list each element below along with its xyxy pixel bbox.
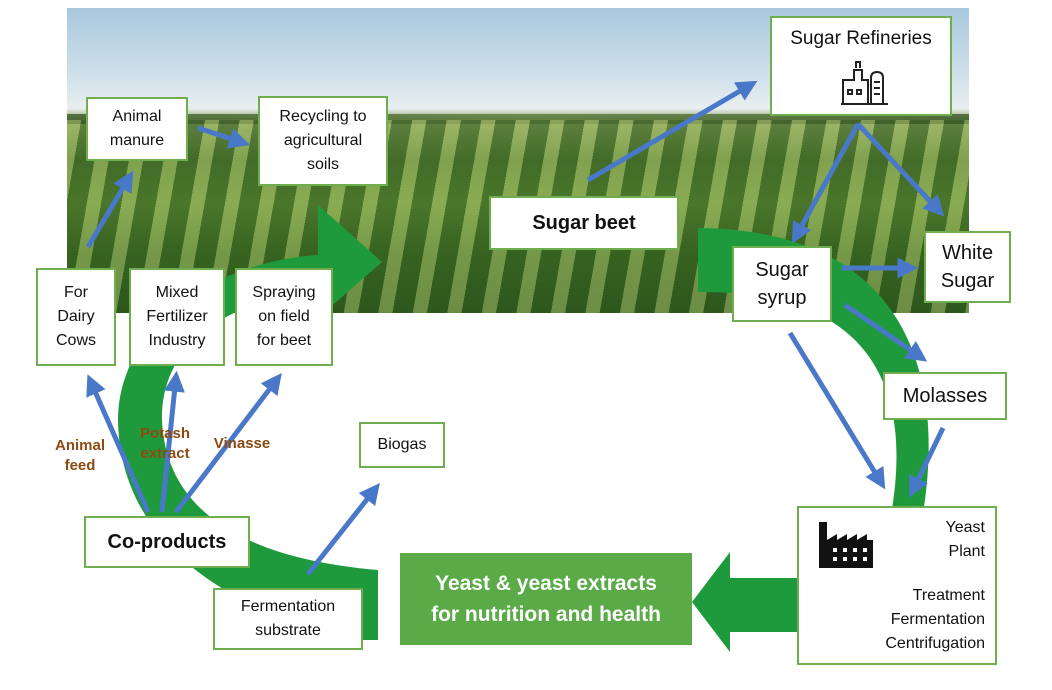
- white-sugar-node: White Sugar: [924, 231, 1011, 303]
- for-dairy-cows-node: For Dairy Cows: [36, 268, 116, 366]
- arrow-beet-to-refineries: [586, 80, 758, 183]
- molasses-node: Molasses: [883, 372, 1007, 420]
- arrow-syrup-to-yeast-plant: [787, 331, 886, 490]
- yeast-plant-node: Yeast Plant Treatment Fermentation Centr…: [797, 506, 997, 665]
- potash-extract-label: Potash extract: [139, 425, 190, 462]
- arrow-syrup-to-molasses: [843, 302, 928, 362]
- factory-icon: [819, 522, 873, 568]
- cycle-arrow-right: [698, 228, 929, 590]
- arrow-refineries-to-syrup: [791, 122, 861, 244]
- spraying-field-node: Spraying on field for beet: [235, 268, 333, 366]
- animal-feed-label: Animal feed: [54, 437, 105, 474]
- arrow-coproducts-to-dairy: [86, 374, 151, 514]
- arrow-molasses-to-yeast-plant: [908, 426, 946, 498]
- co-products-node: Co-products: [84, 516, 250, 568]
- arrow-dairy-to-manure: [85, 170, 134, 249]
- arrow-substrate-to-biogas: [306, 483, 380, 576]
- sugar-beet-node: Sugar beet: [489, 196, 679, 250]
- biogas-node: Biogas: [359, 422, 445, 468]
- yeast-plant-steps: Treatment Fermentation Centrifugation: [885, 587, 985, 652]
- arrow-manure-to-recycling: [197, 125, 250, 149]
- fermentation-substrate-node: Fermentation substrate: [213, 588, 363, 650]
- sugar-refineries-node: Sugar Refineries: [770, 16, 952, 116]
- animal-manure-node: Animal manure: [86, 97, 188, 161]
- mixed-fertilizer-node: Mixed Fertilizer Industry: [129, 268, 225, 366]
- recycling-soils-node: Recycling to agricultural soils: [258, 96, 388, 186]
- yeast-plant-label: Yeast Plant: [945, 519, 985, 560]
- sugar-syrup-node: Sugar syrup: [732, 246, 832, 322]
- arrow-refineries-to-white-sugar: [856, 122, 945, 217]
- arrow-coproducts-to-fertilizer: [159, 370, 185, 513]
- arrow-coproducts-to-spraying: [174, 372, 282, 514]
- sugar-refineries-label: Sugar Refineries: [790, 28, 932, 49]
- yeast-products-node: Yeast & yeast extracts for nutrition and…: [400, 553, 692, 645]
- vinasse-label: Vinasse: [213, 435, 271, 452]
- refinery-icon: [841, 61, 888, 105]
